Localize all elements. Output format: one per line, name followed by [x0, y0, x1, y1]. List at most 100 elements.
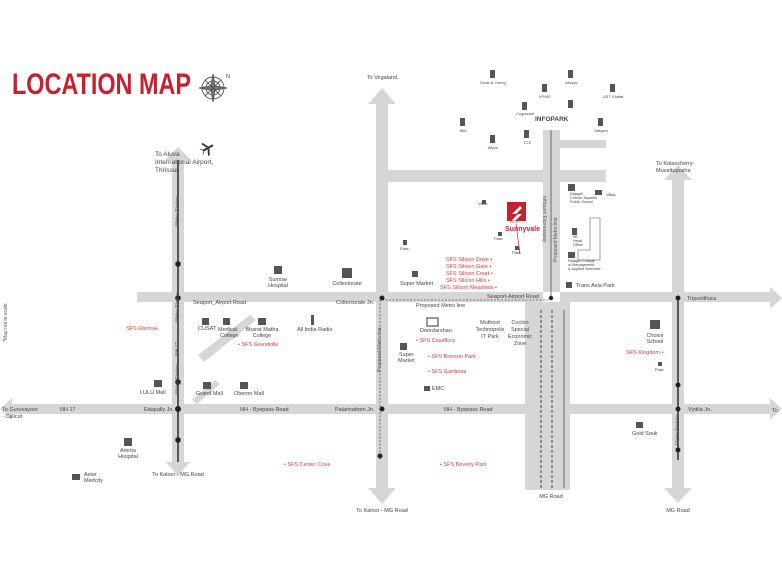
cochin-sez-label-2: Special [510, 327, 530, 333]
cochin-sez-label-1: Cochin [511, 320, 529, 326]
hospital-icon [274, 266, 282, 274]
aster-medcity-label-2: Medcity [84, 478, 103, 484]
trans-asia-park-label: Trans Asia Park [576, 283, 615, 289]
node-metro-left-2 [175, 295, 181, 301]
building-icon [490, 135, 495, 143]
college-label-3: & Applied Sciences [568, 267, 601, 271]
bharat-matha-label-2: College [252, 333, 272, 339]
mall-icon [203, 382, 211, 389]
muthoot-label-3: IT Park [481, 334, 499, 340]
proposed-metro-center-label: Proposed Metro line [377, 327, 383, 372]
tripunithura-label: Tripunithura [687, 296, 717, 302]
flats-label-2: Flats [400, 246, 409, 251]
supermarket-icon [412, 271, 418, 277]
metro-station-right-label: Metro Station [675, 415, 681, 445]
cognizant-label: Cognizant [515, 111, 535, 116]
road-nh47-south-arrow [166, 455, 190, 476]
infopark-label: INFOPARK [535, 116, 569, 123]
to-guruvayoor-label-2: - Calicut [2, 414, 23, 420]
flats-label-3: Flats [512, 250, 521, 255]
mall-icon [154, 380, 162, 387]
radio-icon [311, 315, 314, 325]
junction-nodes [175, 261, 681, 459]
cochin-sez-label-4: Zone [513, 341, 527, 347]
to-kolancherry-label-2: Muvattupuzha [656, 168, 691, 174]
building-icon [598, 118, 603, 126]
ltr-label-2: Head [573, 239, 583, 243]
road-seaport-airport-east [560, 287, 782, 309]
node-metro-center-1 [377, 453, 383, 459]
to-guruvayoor-label-1: To Guruvayoor [2, 407, 39, 413]
college-icon [568, 252, 575, 258]
villas-label: Villas [606, 192, 616, 197]
emc-label: EMC [432, 386, 445, 392]
nh-bypass-left-label: NH - Byepass Road [240, 407, 289, 413]
node-metro-right-1 [675, 382, 681, 388]
landmark-icons [72, 70, 662, 480]
cusat-icon [202, 318, 209, 325]
infopark-expressway-label: Infopark Expressway [541, 196, 547, 243]
school-icon [650, 320, 660, 329]
compass-icon [198, 73, 228, 103]
aster-medcity-label-1: Aster [84, 472, 97, 478]
mg-road-right-label: MG Road [666, 508, 690, 514]
nh47-label: NH 47 [175, 341, 181, 356]
building-icon [542, 84, 547, 92]
sunrise-hospital-label-1: Sunrise [268, 277, 288, 283]
amrita-hospital-label-2: Hospital [118, 454, 138, 460]
road-seaport-airport [137, 292, 543, 302]
oberon-mall-label: Oberon Mall [234, 391, 264, 397]
to-kaloor-left-label: To Kaloor - MG Road [152, 472, 204, 478]
school-icon [568, 184, 575, 191]
compass-north-label: N [226, 74, 230, 80]
proposed-metro-vertical-label: Proposed Metro line [553, 217, 559, 262]
road-infopark-expressway [543, 130, 560, 292]
choice-school-label-2: School [646, 339, 664, 345]
to-kaloor-bottom-label: To Kaloor - MG Road [356, 508, 408, 514]
building-icon [610, 84, 615, 92]
palarivattom-jn-label: Palarivattom Jn. [335, 407, 375, 413]
node-palarivattom [379, 406, 385, 412]
project-silicon-drive: SFS Silicon Drive • [446, 257, 493, 263]
metro-station-left-bot-label: Metro Station [175, 364, 181, 394]
hospital-icon [124, 438, 132, 446]
to-aluva-label-2: International Airport, [155, 159, 214, 166]
office-icon [572, 228, 577, 235]
to-east-label: To [772, 408, 778, 414]
college-icon [258, 318, 266, 325]
muthoot-label-2: Technopolis [475, 327, 505, 333]
project-center-cove: • SFS Center Cove [284, 462, 331, 468]
project-brenton-park: • SFS Brenton Park [428, 354, 476, 360]
seaport-airport-right-label: Seaport-Airport Road [487, 294, 539, 300]
sunrise-hospital-label-2: Hospital [268, 283, 288, 289]
sunnyvale-project-label: Sunnyvale [505, 226, 541, 233]
medical-college-label-2: College [220, 333, 239, 339]
collectorate-jn-label: Collectorate Jn. [336, 300, 375, 306]
vyttila-jn-label: Vyttila Jn. [688, 407, 712, 413]
villas-2-label: Villas [478, 201, 488, 206]
college-label-2: of Management [568, 263, 595, 267]
node-vyttila [675, 406, 681, 412]
infosys-label: Infosys [564, 80, 578, 85]
node-metro-left-3 [175, 379, 181, 385]
college-outline [577, 217, 601, 261]
project-eternia: SFS Eternia• [126, 326, 158, 332]
to-kolancherry-label-1: To Kolancherry- [656, 161, 695, 167]
road-branch-upper [560, 140, 606, 148]
villa-icon [595, 190, 602, 195]
flats-icon [482, 200, 486, 204]
building-icon [460, 118, 465, 126]
hospital-icon [72, 474, 80, 480]
collectorate-label: Collectorate [332, 281, 362, 287]
ernst-young-label: Ernst & Young [480, 80, 506, 85]
node-edapally [175, 406, 181, 412]
kpmg-label: KPMG [539, 94, 551, 99]
emc-icon [424, 386, 430, 391]
ust-global-label: UST Global [602, 94, 624, 99]
project-beverly-park: • SFS Beverly Park [440, 462, 487, 468]
node-metro-left-1 [175, 261, 181, 267]
supermarket-icon [400, 343, 407, 350]
gold-souk-label: Gold Souk [632, 431, 658, 437]
project-silicon-court: SFS Silicon Court • [446, 271, 493, 277]
